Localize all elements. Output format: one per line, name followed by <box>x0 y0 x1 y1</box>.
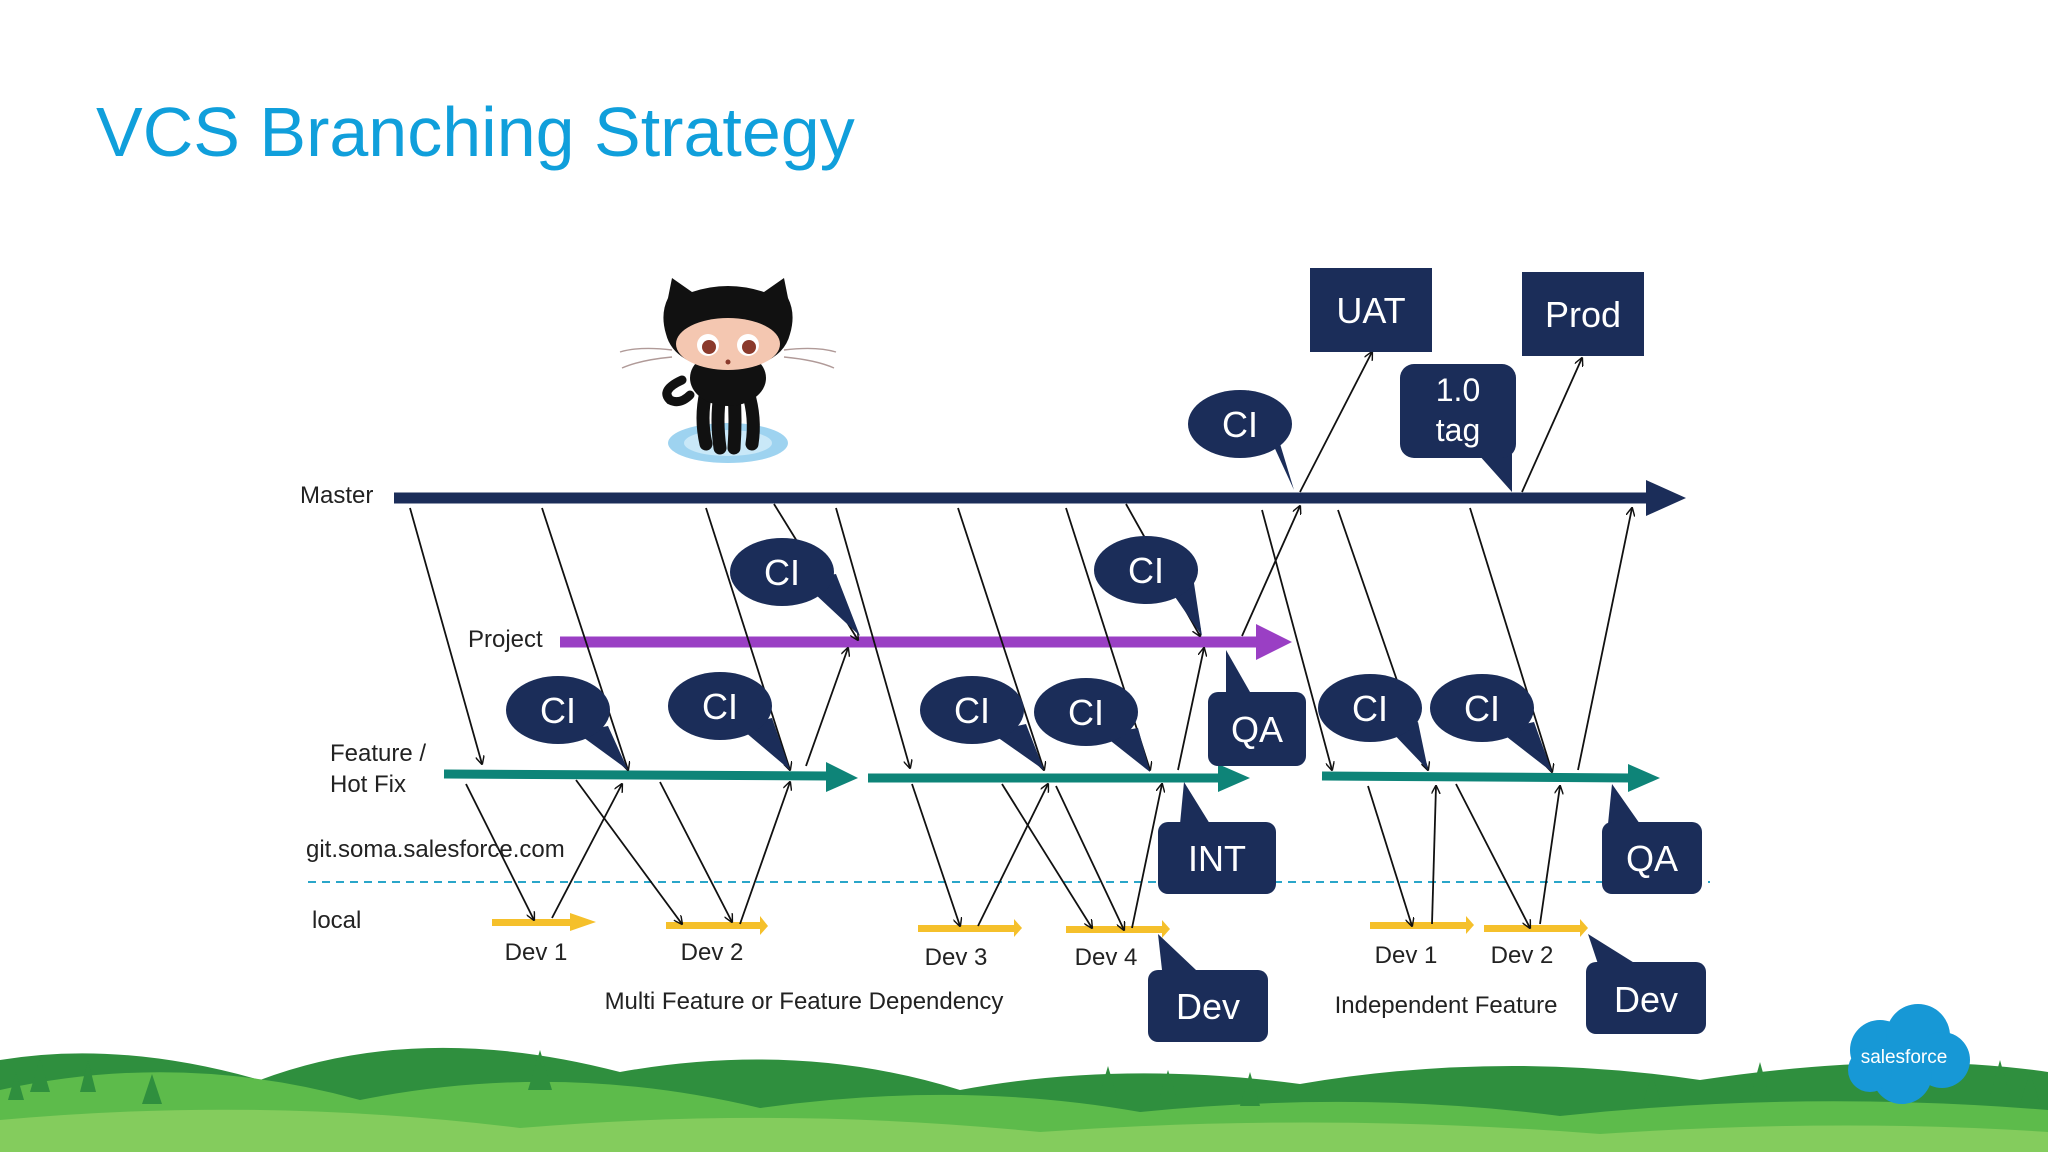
svg-text:1.0: 1.0 <box>1436 372 1480 408</box>
svg-text:Dev: Dev <box>1176 986 1240 1027</box>
svg-text:CI: CI <box>1464 688 1500 729</box>
label-local: local <box>312 907 361 934</box>
dev-label: Dev 3 <box>925 944 988 971</box>
label-feature-line2: Hot Fix <box>330 771 406 798</box>
svg-text:QA: QA <box>1231 709 1283 750</box>
env-box-dev-2: Dev <box>1586 934 1706 1034</box>
ci-bubble: CI <box>920 676 1044 770</box>
label-remote: git.soma.salesforce.com <box>306 836 565 863</box>
project-branch <box>560 624 1292 660</box>
env-box-int: INT <box>1158 782 1276 894</box>
ci-bubble: CI <box>1318 674 1428 770</box>
ci-bubble: CI <box>1094 536 1202 636</box>
ci-bubble: CI <box>668 672 790 770</box>
svg-text:tag: tag <box>1436 412 1480 448</box>
svg-text:CI: CI <box>764 552 800 593</box>
page-title: VCS Branching Strategy <box>96 93 855 171</box>
label-master: Master <box>300 482 373 509</box>
label-project: Project <box>468 626 543 653</box>
ci-bubble: CI <box>1188 390 1294 490</box>
svg-text:CI: CI <box>1068 692 1104 733</box>
feature-branch-2 <box>868 764 1250 792</box>
svg-text:INT: INT <box>1188 838 1246 879</box>
dev-labels: Dev 1 Dev 2 Dev 3 Dev 4 Dev 1 Dev 2 <box>505 939 1554 971</box>
master-branch <box>394 480 1686 516</box>
svg-text:CI: CI <box>1128 550 1164 591</box>
svg-text:Prod: Prod <box>1545 294 1621 335</box>
svg-text:CI: CI <box>954 690 990 731</box>
caption-multi-feature: Multi Feature or Feature Dependency <box>605 988 1004 1015</box>
dev-label: Dev 2 <box>681 939 744 966</box>
caption-independent-feature: Independent Feature <box>1335 992 1558 1019</box>
svg-text:CI: CI <box>540 690 576 731</box>
env-box-qa-2: QA <box>1602 784 1702 894</box>
svg-text:CI: CI <box>702 686 738 727</box>
svg-text:salesforce: salesforce <box>1861 1047 1948 1068</box>
label-feature-line1: Feature / <box>330 740 426 767</box>
ci-bubble: CI <box>506 676 628 770</box>
ci-bubble: CI <box>730 538 860 636</box>
svg-text:UAT: UAT <box>1336 290 1405 331</box>
env-box-dev: Dev <box>1148 934 1268 1042</box>
mountain-footer <box>0 1047 2048 1152</box>
svg-text:QA: QA <box>1626 838 1678 879</box>
dev-label: Dev 1 <box>1375 942 1438 969</box>
octocat-icon <box>619 278 837 463</box>
local-arrows <box>492 913 1588 938</box>
dev-label: Dev 4 <box>1075 944 1138 971</box>
feature-branch-3 <box>1321 764 1660 792</box>
salesforce-logo: salesforce <box>1848 1004 1970 1104</box>
svg-text:CI: CI <box>1222 404 1258 445</box>
svg-text:Dev: Dev <box>1614 979 1678 1020</box>
ci-bubble: CI <box>1430 674 1552 772</box>
svg-text:CI: CI <box>1352 688 1388 729</box>
ci-bubble: CI <box>1034 678 1150 772</box>
env-box-prod: Prod <box>1522 272 1644 356</box>
dev-label: Dev 1 <box>505 939 568 966</box>
dev-label: Dev 2 <box>1491 942 1554 969</box>
env-box-qa: QA <box>1208 650 1306 766</box>
feature-branch-1 <box>443 762 858 792</box>
env-box-uat: UAT <box>1310 268 1432 352</box>
tag-bubble: 1.0 tag <box>1400 364 1516 492</box>
branch-labels: Master Project Feature / Hot Fix git.som… <box>300 482 565 934</box>
